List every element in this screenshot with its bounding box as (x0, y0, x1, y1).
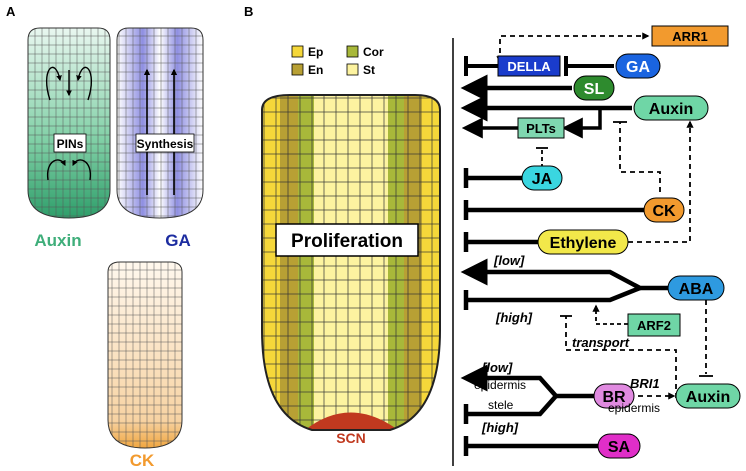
node-br: BR (593, 383, 635, 409)
tissue-legend: Ep Cor En St (291, 45, 384, 77)
node-arf2: ARF2 (627, 313, 681, 337)
transport-label: transport (572, 335, 630, 350)
legend-en: En (308, 63, 323, 77)
node-ga: GA (615, 53, 661, 79)
panel-a-label: A (6, 4, 16, 19)
arf2-label: ARF2 (637, 318, 671, 333)
arr1-label: ARR1 (672, 29, 707, 44)
auxin-root: PINs (27, 27, 111, 219)
ck-node-label: CK (652, 203, 676, 220)
scn-label: SCN (336, 430, 366, 446)
panel-b-label: B (244, 4, 253, 19)
node-della: DELLA (497, 55, 561, 77)
ck-label: CK (130, 451, 155, 470)
della-label: DELLA (507, 59, 551, 74)
high-bottom-label: [high] (481, 420, 519, 435)
stele-label: stele (488, 398, 514, 412)
ja-label: JA (532, 171, 553, 188)
epidermis-left-label: epidermis (474, 378, 526, 392)
low-top-label: [low] (493, 253, 525, 268)
auxin-top-label: Auxin (649, 101, 693, 118)
ga-node-label: GA (626, 59, 650, 76)
legend-st: St (363, 63, 375, 77)
ga-root: Synthesis (116, 27, 204, 219)
root-tissue-diagram: Proliferation (261, 94, 441, 431)
br-label: BR (602, 389, 626, 406)
high-mid-label: [high] (495, 310, 533, 325)
synthesis-label: Synthesis (137, 137, 194, 151)
node-arr1: ARR1 (651, 25, 729, 47)
pins-label: PINs (57, 137, 84, 151)
node-auxin-top: Auxin (633, 95, 709, 121)
node-aba: ABA (667, 275, 725, 301)
auxin-bottom-label: Auxin (686, 389, 730, 406)
bri1-label: BRI1 (630, 376, 660, 391)
node-ja: JA (521, 165, 563, 191)
node-plts: PLTs (517, 117, 565, 139)
legend-cor: Cor (363, 45, 384, 59)
ck-root (107, 261, 183, 449)
plts-label: PLTs (526, 121, 556, 136)
ethylene-label: Ethylene (550, 235, 617, 252)
sa-label: SA (608, 439, 631, 456)
node-ck: CK (643, 197, 685, 223)
low-bottom-label: [low] (481, 360, 513, 375)
regulatory-network (460, 32, 713, 456)
epidermis-right-label: epidermis (608, 401, 660, 415)
node-sa: SA (597, 433, 641, 459)
aba-label: ABA (679, 281, 714, 298)
node-ethylene: Ethylene (537, 229, 629, 255)
sl-label: SL (584, 81, 605, 98)
legend-ep: Ep (308, 45, 323, 59)
ga-label: GA (165, 231, 191, 250)
auxin-label: Auxin (34, 231, 81, 250)
node-auxin-bottom: Auxin (675, 383, 741, 409)
proliferation-label: Proliferation (291, 231, 403, 252)
node-sl: SL (573, 75, 615, 101)
